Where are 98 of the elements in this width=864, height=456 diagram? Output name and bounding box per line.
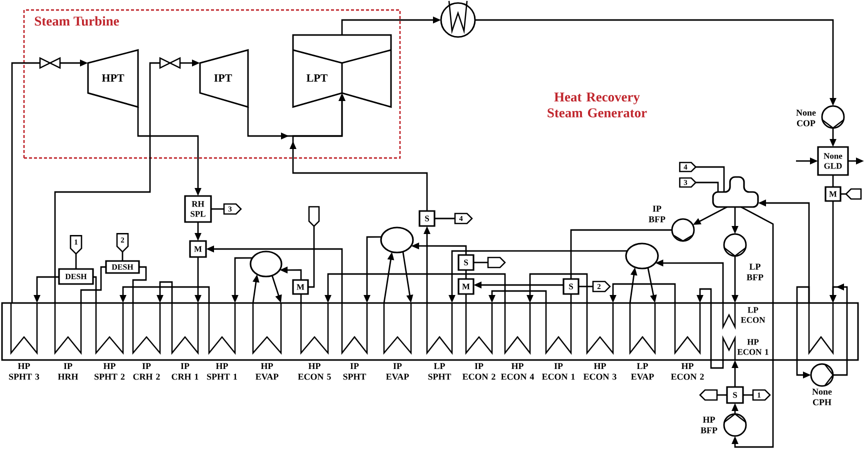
pipe-line (743, 394, 753, 396)
pipe-line (434, 218, 455, 220)
arrow (324, 273, 506, 303)
pipe-line (832, 175, 834, 187)
pipe-line (465, 294, 467, 303)
pipe-line (570, 229, 672, 279)
process-box: M (292, 279, 309, 295)
pump-label: LP BFP (746, 264, 764, 280)
coil-symbol (132, 303, 161, 355)
process-box: S (418, 210, 436, 227)
coil-label: HP ECON 2 (670, 363, 704, 380)
pipe-line (696, 166, 725, 192)
section-title: Heat Recovery Steam Generator (548, 92, 647, 118)
coil-symbol (252, 303, 282, 355)
pipe-line (465, 270, 467, 279)
pump-label: None CPH (812, 388, 832, 406)
arrow (156, 281, 173, 303)
pipe-line (696, 182, 719, 192)
process-box: RH SPL (184, 195, 212, 223)
coil-label: HP ECON 5 (298, 363, 331, 380)
coil-label: IP ECON 2 (462, 363, 496, 380)
coil-label: IP HRH (58, 363, 78, 380)
coil-symbol (341, 303, 368, 355)
arrow (120, 286, 210, 303)
coil-symbol (54, 303, 82, 355)
coil-symbol (171, 303, 199, 355)
coil-symbol (504, 303, 531, 355)
process-box: M (458, 278, 474, 295)
process-box: S (562, 278, 580, 295)
drum-symbol (712, 176, 759, 208)
coil-label: HP ECON 3 (583, 363, 616, 380)
valve-symbol (39, 56, 61, 70)
pump-label: IP BFP (648, 206, 666, 222)
coil-label: HP SPHT 3 (9, 363, 40, 380)
coil-symbol (383, 303, 412, 355)
pipe-line (474, 262, 488, 264)
pipe-line (578, 286, 593, 288)
coil-label: IP EVAP (386, 363, 409, 380)
drum-symbol (250, 250, 282, 278)
coil-label: HP EVAP (256, 363, 278, 380)
heat-exchanger-symbol (440, 0, 476, 38)
frame-title: Steam Turbine (34, 16, 119, 26)
stream-tag (845, 188, 862, 200)
pipe-line (717, 394, 727, 396)
process-box: M (189, 240, 207, 258)
coil-symbol (808, 303, 834, 355)
coil-label: IP CRH 2 (133, 363, 160, 380)
coil-symbol (10, 303, 38, 355)
coil-symbol (674, 303, 701, 355)
pipe-line (840, 193, 846, 195)
coil-label: LP EVAP (631, 363, 654, 380)
coil-symbol (95, 303, 124, 355)
drum-symbol (625, 242, 659, 270)
coil-symbol (300, 303, 329, 355)
coil-symbol (465, 303, 493, 355)
stream-tag (487, 256, 506, 268)
drum-symbol (380, 226, 414, 254)
coil-label: HP ECON 4 (500, 363, 534, 380)
process-box: M (824, 186, 842, 202)
arrow (488, 290, 547, 303)
casing-box (1, 302, 859, 361)
arrow (526, 273, 588, 303)
process-box: S (726, 386, 744, 404)
pipe-line (54, 62, 160, 303)
pump-label: None COP (796, 110, 816, 126)
coil-label: LP SPHT (428, 363, 452, 380)
pipe-line (300, 294, 302, 303)
coil-symbol (426, 303, 453, 355)
arrow (830, 284, 848, 376)
stream-tag (308, 206, 320, 228)
coil-symbol (208, 303, 236, 355)
pipe-line (75, 254, 77, 269)
pipe-line (211, 208, 224, 210)
valve-symbol (159, 56, 181, 70)
coil-label: LP ECON (740, 307, 766, 323)
coil-label: IP ECON 1 (542, 363, 575, 380)
pipe-line (11, 62, 40, 303)
arrow (696, 288, 724, 369)
stream-tag (699, 389, 718, 401)
process-box: None GLD (817, 146, 849, 176)
coil-label: IP SPHT (343, 363, 366, 380)
pipe-line (93, 276, 97, 303)
coil-label: HP ECON 1 (737, 339, 768, 355)
coil-symbol (629, 303, 656, 355)
pipe-line (122, 252, 124, 261)
coil-label: HP SPHT 1 (207, 363, 237, 380)
coil-label: HP SPHT 2 (94, 363, 125, 380)
pipe-line (132, 266, 147, 303)
pipe-line (570, 294, 572, 303)
coil-symbol (586, 303, 614, 355)
coil-label: IP CRH 1 (172, 363, 198, 380)
process-box: S (458, 254, 474, 271)
arrow (610, 283, 676, 303)
pump-label: HP BFP (700, 416, 718, 434)
pipe-line (308, 226, 315, 288)
coil-symbol (545, 303, 572, 355)
arrow (732, 206, 774, 448)
pipe-line (80, 266, 106, 303)
